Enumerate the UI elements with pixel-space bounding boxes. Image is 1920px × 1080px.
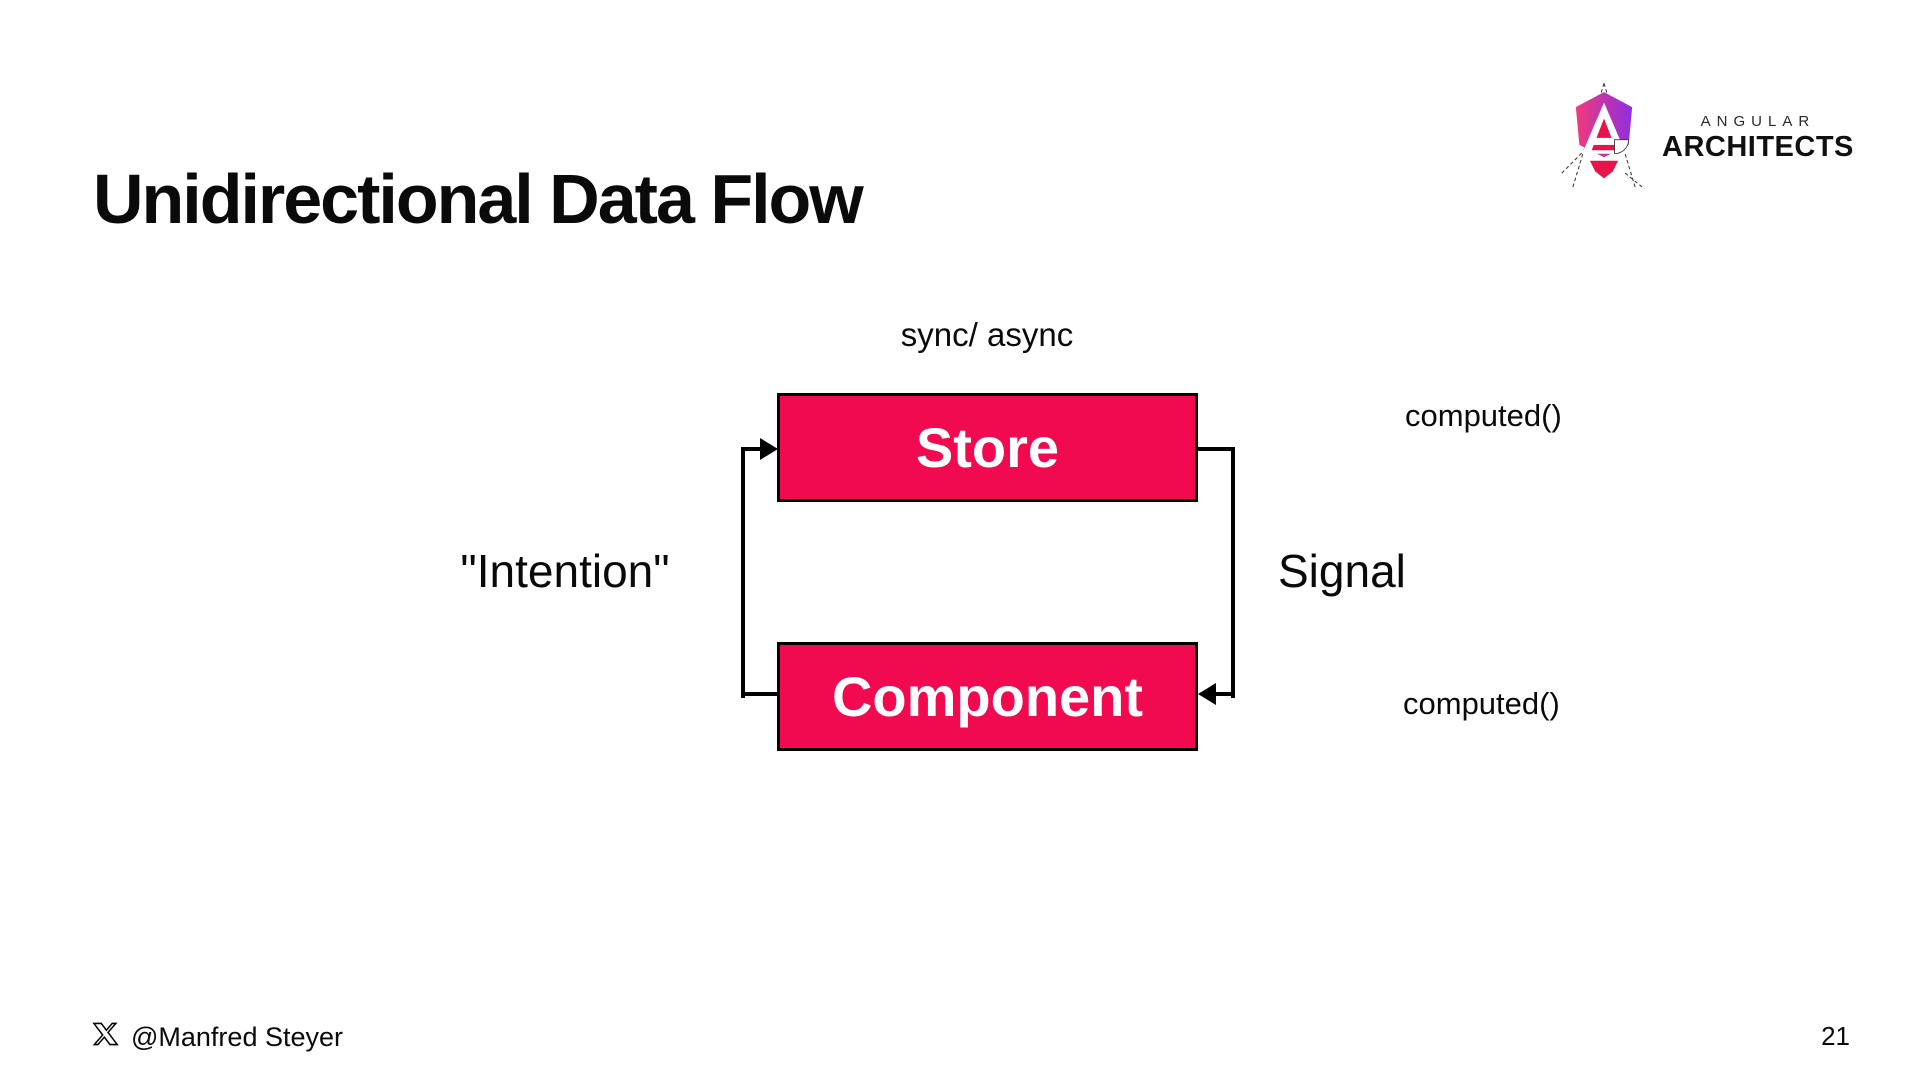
- label-computed-component: computed(): [1403, 686, 1560, 721]
- angular-architects-shield-icon: [1560, 81, 1648, 198]
- edge-signal-bottom-line: [1214, 692, 1235, 696]
- edge-intention-bottom-line: [741, 692, 777, 696]
- footer-handle: @Manfred Steyer: [131, 1022, 343, 1052]
- footer: @Manfred Steyer: [92, 1021, 343, 1054]
- label-computed-store: computed(): [1405, 398, 1562, 433]
- arrowhead-into-component-icon: [1198, 683, 1216, 705]
- label-intention: "Intention": [460, 545, 670, 597]
- page-number: 21: [1821, 1021, 1850, 1051]
- edge-intention-vertical-line: [741, 447, 745, 698]
- arrowhead-into-store-icon: [760, 438, 778, 460]
- edge-signal-vertical-line: [1231, 447, 1235, 698]
- component-node-label: Component: [831, 665, 1144, 728]
- label-sync-async: sync/ async: [900, 316, 1074, 353]
- edge-signal-top-line: [1198, 447, 1235, 451]
- x-twitter-icon: [92, 1021, 119, 1054]
- logo-brand-angular: ANGULAR: [1700, 112, 1816, 130]
- slide-title: Unidirectional Data Flow: [93, 159, 864, 238]
- edge-intention-top-line: [741, 447, 765, 451]
- logo-wordmark: ANGULAR ARCHITECTS: [1662, 112, 1854, 164]
- store-node-label: Store: [915, 416, 1060, 479]
- logo-brand-architects: ARCHITECTS: [1662, 131, 1854, 164]
- angular-architects-logo: ANGULAR ARCHITECTS: [1560, 80, 1854, 198]
- component-node: Component: [777, 642, 1198, 751]
- store-node: Store: [777, 393, 1198, 502]
- label-signal: Signal: [1278, 545, 1406, 597]
